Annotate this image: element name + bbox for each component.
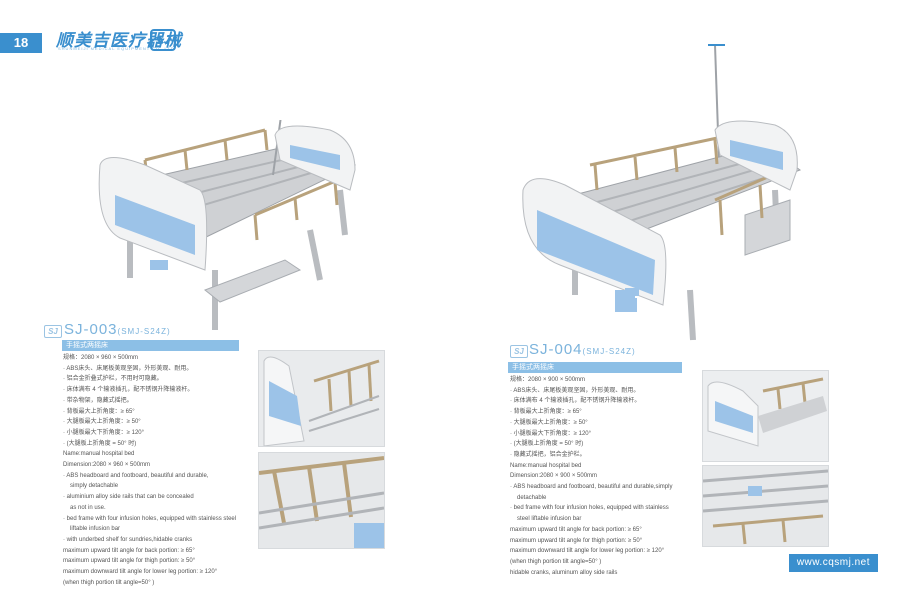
- bed-sj004-image: [522, 44, 802, 341]
- spec-line: simply detachable: [70, 483, 119, 490]
- detail-photo-footboard: [258, 350, 385, 447]
- spec-line: Name:manual hospital bed: [510, 462, 582, 469]
- spec-line: (when thigh portion tilt angle=50° ): [510, 558, 602, 565]
- spec-line: maximum downward tilt angle for lower le…: [510, 548, 665, 555]
- product-subtitle-bar: 手摇式两摇床: [508, 362, 682, 373]
- product-model-title: SJ-004(SMJ-S24Z): [529, 341, 636, 358]
- spec-line: maximum upward tilt angle for thigh port…: [63, 558, 196, 565]
- spec-line: Name:manual hospital bed: [63, 451, 135, 458]
- detail-photo-frame: [702, 465, 829, 547]
- product-subtitle-bar: 手摇式两摇床: [62, 340, 239, 351]
- spec-line: · 小腿板最大下折角度：≥ 120°: [510, 430, 592, 437]
- brand-subtitle: SHUNMEIJI MEDICAL EQUIPMENT CO.,LTD: [58, 46, 175, 51]
- spec-line: · bed frame with four infusion holes, eq…: [510, 505, 669, 512]
- spec-line: 规格：2080 × 960 × 500mm: [63, 355, 139, 361]
- spec-line: maximum upward tilt angle for back porti…: [63, 547, 195, 554]
- spec-line: · 床体满布 4 个输液插孔，配不锈钢升降输液杆。: [63, 387, 194, 394]
- spec-line: 规格：2080 × 900 × 500mm: [510, 377, 586, 383]
- spec-line: · aluminium alloy side rails that can be…: [63, 494, 194, 501]
- spec-line: maximum downward tilt angle for lower le…: [63, 569, 218, 576]
- page-number: 18: [0, 33, 42, 53]
- detail-photo-bed-side: [702, 370, 829, 462]
- spec-line: (when thigh portion tilt angle=50° ): [63, 579, 155, 586]
- spec-line: · 背板最大上折角度：≥ 65°: [63, 408, 135, 415]
- product-logo-icon: SJ: [510, 345, 528, 358]
- website-badge[interactable]: www.cqsmj.net: [788, 554, 878, 572]
- spec-line: · (大腿板上折角度 = 50° 时): [510, 441, 584, 448]
- product-logo-icon: SJ: [44, 325, 62, 338]
- spec-line: maximum upward tilt angle for thigh port…: [510, 537, 643, 544]
- spec-line: · 铝合金折叠式护栏，不用时可隐藏。: [63, 376, 163, 383]
- spec-line: · with underbed shelf for sundries,hidab…: [63, 536, 193, 543]
- spec-line: · (大腿板上折角度 = 50° 时): [63, 440, 137, 447]
- spec-line: · 小腿板最大下折角度：≥ 120°: [63, 429, 145, 436]
- spec-line: · 隐藏式摇把，铝合金护栏。: [510, 451, 586, 458]
- spec-line: Dimension:2080 × 900 × 500mm: [510, 473, 598, 480]
- spec-line: detachable: [517, 494, 547, 501]
- spec-line: steel liftable infusion bar: [517, 516, 582, 523]
- bed-sj003-image: [98, 120, 357, 330]
- product-specs-list: 规格：2080 × 900 × 500mm · ABS床头、床尾板美观坚固，外形美…: [510, 375, 672, 578]
- product-specs-list: 规格：2080 × 960 × 500mm · ABS床头、床尾板美观坚固，外形美…: [63, 353, 236, 588]
- spec-line: · 大腿板最大上折角度：≥ 50°: [63, 419, 141, 426]
- brand-logo-text: 顺美吉医疗器械: [56, 31, 182, 50]
- spec-line: · 床体满布 4 个输液插孔，配不锈钢升降输液杆。: [510, 398, 641, 405]
- spec-line: · 带杂物架，隐藏式摇把。: [63, 397, 133, 404]
- brand-logo-icon: SJ: [150, 29, 176, 51]
- spec-line: · ABS床头、床尾板美观坚固，外形美观、耐用。: [63, 365, 193, 372]
- spec-line: · ABS headboard and footboard, beautiful…: [63, 472, 209, 479]
- spec-line: · 背板最大上折角度：≥ 65°: [510, 409, 582, 416]
- spec-line: · ABS headboard and footboard, beautiful…: [510, 484, 673, 491]
- spec-line: maximum upward tilt angle for back porti…: [510, 526, 642, 533]
- detail-photo-rails: [258, 452, 385, 549]
- product-model-title: SJ-003(SMJ-S24Z): [64, 321, 171, 338]
- spec-line: Dimension:2080 × 960 × 500mm: [63, 462, 151, 469]
- spec-line: liftable infusion bar: [70, 526, 121, 533]
- spec-line: · bed frame with four infusion holes, eq…: [63, 515, 237, 522]
- spec-line: hidable cranks, aluminum alloy side rail…: [510, 569, 618, 576]
- spec-line: · ABS床头、床尾板美观坚固，外形美观、耐用。: [510, 387, 640, 394]
- spec-line: · 大腿板最大上折角度：≥ 50°: [510, 419, 588, 426]
- spec-line: as not in use.: [70, 504, 106, 511]
